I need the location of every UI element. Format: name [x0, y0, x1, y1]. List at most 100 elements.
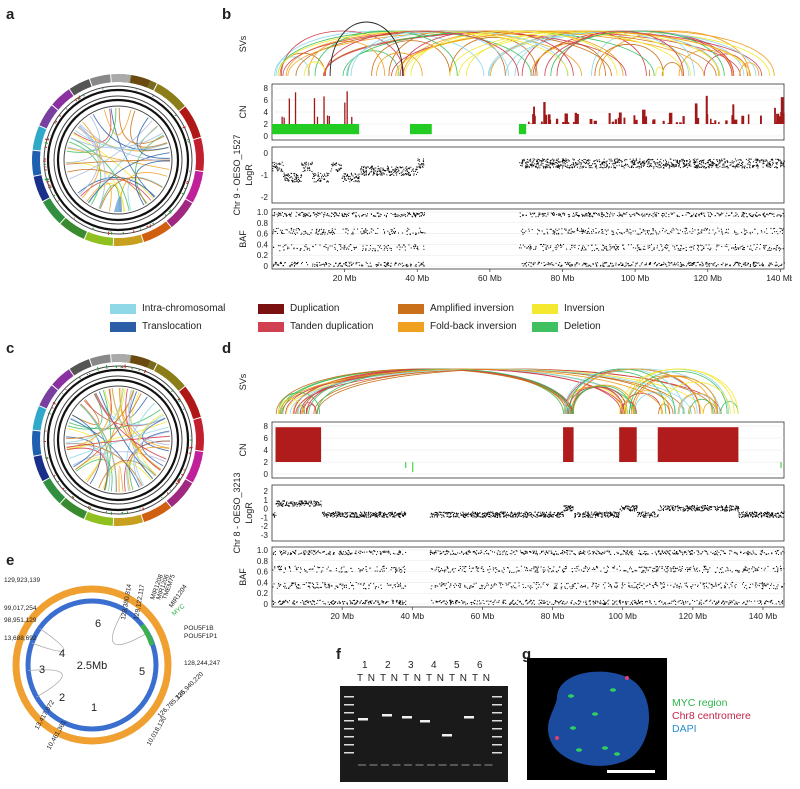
baf-point — [531, 216, 533, 218]
baf-point — [606, 262, 608, 264]
logr-point — [402, 174, 404, 176]
baf-point — [407, 265, 409, 267]
logr-point — [387, 166, 389, 168]
logr-point — [707, 509, 709, 511]
logr-point — [609, 160, 611, 162]
baf-point — [522, 265, 524, 267]
baf-point — [408, 228, 410, 230]
logr-point — [749, 164, 751, 166]
baf-point — [421, 212, 423, 214]
logr-point — [553, 163, 555, 165]
baf-point — [415, 265, 417, 267]
logr-point — [705, 508, 707, 510]
logr-point — [399, 166, 401, 168]
logr-point — [456, 512, 458, 514]
baf-point — [534, 262, 536, 264]
baf-point — [578, 244, 580, 246]
logr-point — [641, 165, 643, 167]
logr-point — [291, 179, 293, 181]
baf-point — [759, 214, 761, 216]
baf-point — [423, 264, 425, 266]
logr-point — [735, 166, 737, 168]
baf-point — [742, 215, 744, 217]
baf-point — [660, 263, 662, 265]
baf-point — [553, 264, 555, 266]
logr-point — [769, 163, 771, 165]
logr-point — [701, 510, 703, 512]
logr-point — [346, 175, 348, 177]
logr-point — [315, 174, 317, 176]
logr-point — [380, 174, 382, 176]
baf-point — [683, 264, 685, 266]
baf-point — [383, 229, 385, 231]
baf-point — [370, 265, 372, 267]
chromosome-band — [69, 79, 92, 96]
baf-point — [326, 214, 328, 216]
baf-point — [738, 262, 740, 264]
logr-point — [594, 159, 596, 161]
baf-point — [279, 262, 281, 264]
logr-point — [517, 515, 519, 517]
logr-point — [349, 515, 351, 517]
logr-point — [717, 164, 719, 166]
logr-point — [570, 166, 572, 168]
baf-point — [706, 263, 708, 265]
logr-point — [522, 513, 524, 515]
logr-point — [325, 514, 327, 516]
logr-point — [523, 513, 525, 515]
baf-point — [365, 229, 367, 231]
baf-point — [421, 232, 423, 234]
logr-point — [301, 162, 303, 164]
logr-point — [723, 158, 725, 160]
baf-point — [606, 216, 608, 218]
baf-point — [534, 248, 536, 250]
logr-point — [680, 160, 682, 162]
logr-point — [642, 511, 644, 513]
baf-point — [286, 215, 288, 217]
baf-point — [778, 265, 780, 267]
baf-point — [621, 265, 623, 267]
logr-point — [346, 515, 348, 517]
baf-point — [567, 263, 569, 265]
logr-point — [526, 515, 528, 517]
logr-point — [710, 506, 712, 508]
logr-point — [502, 512, 504, 514]
logr-point — [702, 165, 704, 167]
logr-point — [749, 514, 751, 516]
baf-point — [398, 262, 400, 264]
baf-point — [371, 228, 373, 230]
logr-point — [364, 515, 366, 517]
logr-point — [757, 159, 759, 161]
baf-point — [556, 214, 558, 216]
logr-point — [373, 512, 375, 514]
logr-point — [526, 163, 528, 165]
baf-point — [380, 264, 382, 266]
cn-gain-bar — [662, 120, 665, 124]
logr-point — [274, 166, 276, 168]
logr-point — [740, 165, 742, 167]
logr-point — [286, 174, 288, 176]
baf-point — [605, 262, 607, 264]
baf-point — [317, 230, 319, 232]
baf-point — [581, 246, 583, 248]
logr-point — [403, 168, 405, 170]
track-ring — [56, 378, 180, 502]
baf-point — [697, 261, 699, 263]
baf-point — [755, 264, 757, 266]
sv-arc — [655, 66, 664, 77]
logr-point — [574, 516, 576, 518]
logr-point — [569, 507, 571, 509]
logr-point — [623, 167, 625, 169]
logr-point — [562, 515, 564, 517]
baf-point — [299, 214, 301, 216]
logr-point — [327, 173, 329, 175]
baf-point — [522, 228, 524, 230]
baf-point — [341, 214, 343, 216]
logr-point — [349, 181, 351, 183]
baf-point — [384, 265, 386, 267]
baf-point — [671, 213, 673, 215]
logr-point — [658, 164, 660, 166]
baf-point — [602, 264, 604, 266]
baf-point — [337, 265, 339, 267]
logr-point — [613, 511, 615, 513]
